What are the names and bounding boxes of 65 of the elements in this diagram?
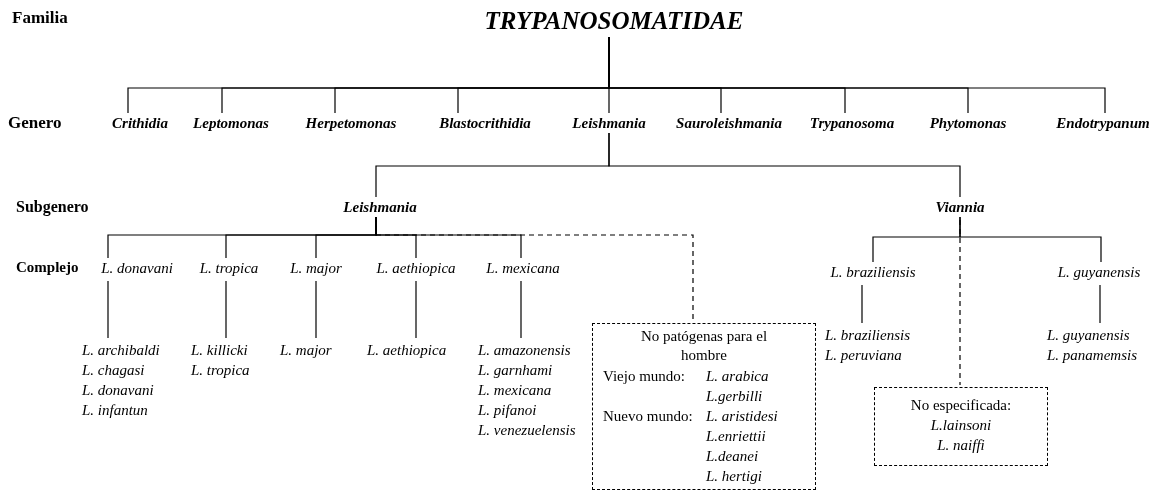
genus-name: Leishmania [572, 114, 646, 132]
genus-name: Sauroleishmania [676, 114, 782, 132]
rank-label: Genero [8, 113, 62, 133]
complex-name: L. guyanensis [1057, 263, 1141, 281]
genus-name: Viannia [935, 198, 985, 216]
note-box [874, 387, 1048, 466]
species-name: L. arabica [706, 367, 769, 386]
rank-label: Subgenero [16, 198, 89, 216]
species-name: L. killicki [191, 341, 249, 360]
species-name: L.enriettii [706, 427, 766, 446]
genus-name: Crithidia [112, 114, 168, 132]
species-name: L. aristidesi [706, 407, 778, 426]
note-text: Viejo mundo: [603, 367, 685, 386]
tree-line [225, 280, 227, 339]
complex-name: L. mexicana [486, 259, 560, 277]
species-name: L. mexicana [478, 381, 553, 400]
species-name: L. donavani [82, 381, 155, 400]
complex-name: L. aethiopica [376, 259, 456, 277]
family-name: TRYPANOSOMATIDAE [484, 6, 744, 36]
tree-line [861, 284, 863, 324]
species-name: L. naiffi [936, 436, 986, 455]
tree-line [315, 280, 317, 339]
tree-line [608, 36, 1106, 114]
genus-name: Trypanosoma [809, 114, 895, 132]
genus-name: Blastocrithidia [439, 114, 531, 132]
complex-name: L. braziliensis [830, 263, 916, 281]
tree-line [520, 280, 522, 339]
rank-label: Familia [12, 8, 68, 28]
species-name: L. guyanensis [1047, 326, 1131, 345]
complex-name: L. donavani [101, 259, 173, 277]
note-text: No patógenas para el hombre [639, 327, 769, 365]
species-name: L. chagasi [82, 361, 146, 380]
rank-label: Complejo [16, 259, 79, 276]
genus-name: Leptomonas [193, 114, 269, 132]
species-name: L. tropica [191, 361, 250, 380]
species-name: L.gerbilli [706, 387, 763, 406]
complex-name: L. major [290, 259, 342, 277]
complex-name: L. tropica [199, 259, 259, 277]
species-name: L. braziliensis [825, 326, 911, 345]
species-name: L. hertigi [706, 467, 762, 486]
tree-line [959, 216, 1102, 263]
species-name: L. major [280, 340, 332, 360]
species-name: L. garnhami [478, 361, 554, 380]
tree-line [1099, 284, 1101, 324]
note-box [592, 323, 816, 490]
species-name: L. venezuelensis [478, 421, 576, 440]
species-name: L.lainsoni [929, 416, 993, 435]
note-text: Nuevo mundo: [603, 407, 693, 426]
genus-name: Leishmania [343, 198, 417, 216]
species-name: L. infantun [82, 401, 149, 420]
tree-line [608, 132, 961, 198]
tree-line [107, 280, 109, 339]
species-name: L. panamemsis [1047, 346, 1137, 365]
tree-line [959, 219, 961, 386]
species-name: L. peruviana [825, 346, 903, 365]
species-name: L. pifanoi [478, 401, 538, 420]
tree-line [415, 280, 417, 339]
genus-name: Herpetomonas [305, 114, 397, 132]
note-text: No especificada: [909, 396, 1013, 415]
genus-name: Endotrypanum [1056, 114, 1150, 132]
species-name: L. aethiopica [367, 340, 447, 360]
species-name: L.deanei [706, 447, 759, 466]
genus-name: Phytomonas [929, 114, 1007, 132]
species-name: L. amazonensis [478, 341, 572, 360]
species-name: L. archibaldi [82, 341, 160, 360]
